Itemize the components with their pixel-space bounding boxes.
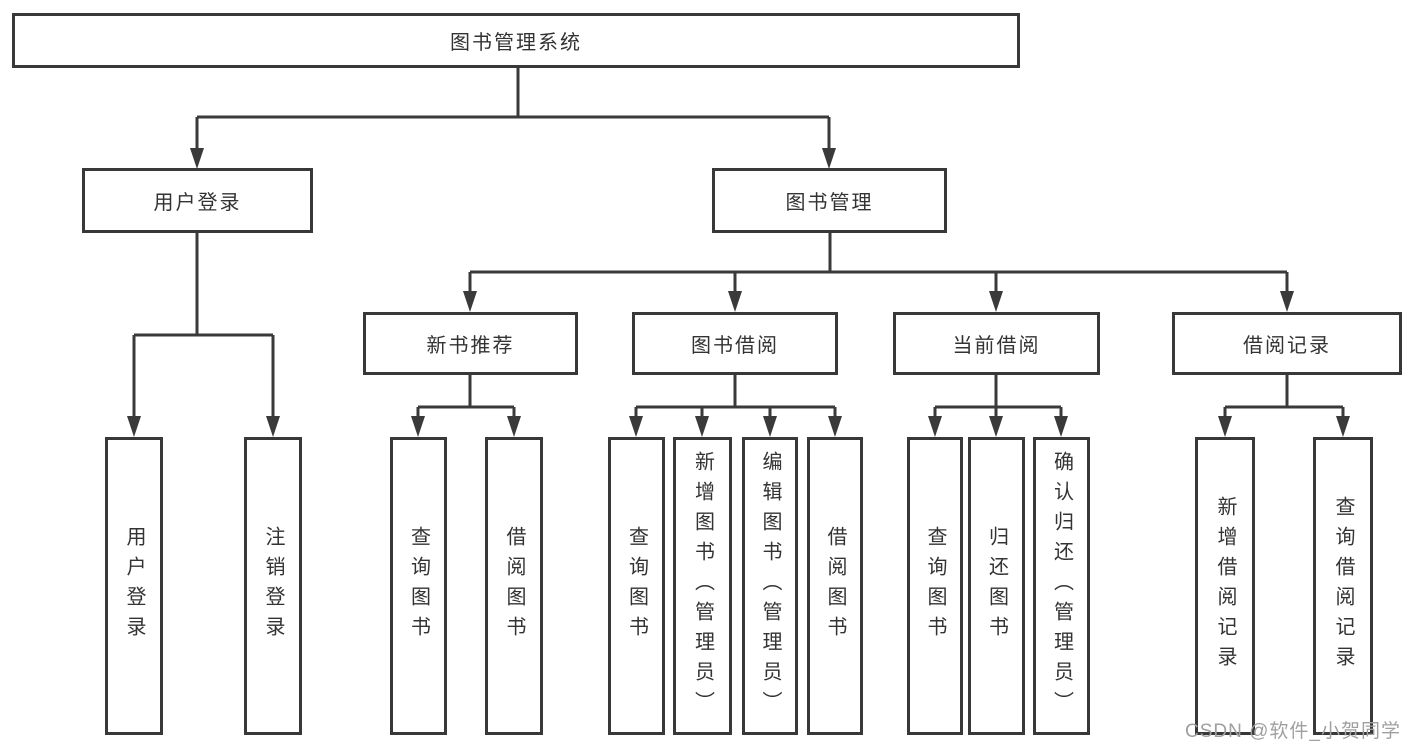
- arrow-down-icon: [695, 416, 709, 437]
- node-library-management-system: 图书管理系统: [12, 13, 1020, 68]
- arrow-down-icon: [127, 416, 141, 437]
- arrow-down-icon: [989, 416, 1003, 437]
- leaf-query-borrow-record: 查询借阅记录: [1313, 437, 1373, 735]
- connector-current-borrowing: [928, 375, 1068, 437]
- arrow-down-icon: [928, 416, 942, 437]
- leaf-label: 归还图书: [985, 526, 1008, 646]
- leaf-label: 查询图书: [407, 526, 430, 646]
- arrow-down-icon: [763, 416, 777, 437]
- leaf-return-books: 归还图书: [968, 437, 1025, 735]
- arrow-down-icon: [629, 416, 643, 437]
- connector-user-login: [127, 233, 280, 437]
- node-user-login: 用户登录: [82, 168, 313, 233]
- leaf-add-borrow-record: 新增借阅记录: [1195, 437, 1255, 735]
- leaf-user-login: 用户登录: [105, 437, 163, 735]
- connector-book-management: [463, 233, 1294, 312]
- leaf-edit-books-admin: 编辑图书（管理员）: [742, 437, 798, 735]
- connector-borrowing-records: [1218, 375, 1350, 437]
- node-book-management: 图书管理: [712, 168, 947, 233]
- arrow-down-icon: [1218, 416, 1232, 437]
- leaf-borrow-books-borrowing: 借阅图书: [807, 437, 863, 735]
- leaf-label: 借阅图书: [824, 526, 846, 646]
- arrow-down-icon: [728, 291, 742, 312]
- leaf-label: 新增借阅记录: [1214, 496, 1236, 676]
- arrow-down-icon: [411, 416, 425, 437]
- arrow-down-icon: [828, 416, 842, 437]
- arrow-down-icon: [1054, 416, 1068, 437]
- leaf-borrow-books-recommend: 借阅图书: [485, 437, 543, 735]
- node-new-book-recommendation: 新书推荐: [363, 312, 578, 375]
- leaf-label: 查询图书: [924, 526, 946, 646]
- arrow-down-icon: [1280, 291, 1294, 312]
- leaf-label: 用户登录: [123, 526, 145, 646]
- arrow-down-icon: [266, 416, 280, 437]
- leaf-label: 查询借阅记录: [1332, 496, 1354, 676]
- leaf-confirm-return-admin: 确认归还（管理员）: [1033, 437, 1090, 735]
- leaf-query-books-recommend: 查询图书: [390, 437, 447, 735]
- node-borrowing-records: 借阅记录: [1172, 312, 1402, 375]
- leaf-label: 编辑图书（管理员）: [759, 451, 781, 721]
- leaf-label: 新增图书（管理员）: [691, 451, 714, 721]
- connector-new-book-recommendation: [411, 375, 521, 437]
- leaf-add-books-admin: 新增图书（管理员）: [673, 437, 732, 735]
- leaf-label: 注销登录: [262, 526, 284, 646]
- leaf-logout: 注销登录: [244, 437, 302, 735]
- arrow-down-icon: [822, 148, 836, 169]
- leaf-label: 借阅图书: [503, 526, 525, 646]
- arrow-down-icon: [190, 148, 204, 169]
- arrow-down-icon: [507, 416, 521, 437]
- arrow-down-icon: [463, 291, 477, 312]
- connector-book-borrowing: [629, 375, 842, 437]
- arrow-down-icon: [1336, 416, 1350, 437]
- node-book-borrowing: 图书借阅: [632, 312, 838, 375]
- arrow-down-icon: [989, 291, 1003, 312]
- csdn-watermark: CSDN @软件_小贺同学: [1185, 721, 1401, 742]
- node-current-borrowing: 当前借阅: [893, 312, 1100, 375]
- connector-root: [190, 68, 836, 169]
- leaf-label: 查询图书: [625, 526, 648, 646]
- leaf-query-books-borrowing: 查询图书: [608, 437, 665, 735]
- leaf-query-books-current: 查询图书: [907, 437, 963, 735]
- leaf-label: 确认归还（管理员）: [1050, 451, 1073, 721]
